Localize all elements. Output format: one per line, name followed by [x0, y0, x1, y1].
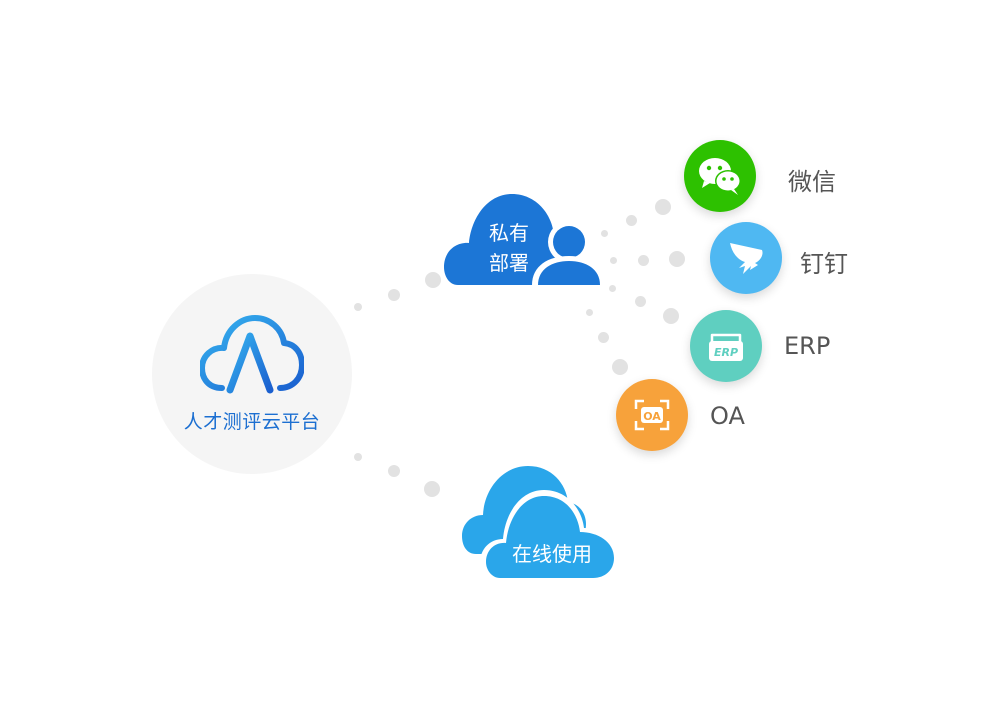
oa-icon: OA — [634, 399, 670, 431]
connector-dot — [601, 230, 608, 237]
dingtalk-label: 钉钉 — [800, 250, 848, 278]
dingtalk-badge — [710, 222, 782, 294]
connector-dot — [610, 257, 617, 264]
connector-dot — [424, 481, 440, 497]
wechat-icon — [699, 158, 741, 195]
connector-dot — [598, 332, 609, 343]
online-use-label: 在线使用 — [512, 542, 592, 566]
private-deployment-line1: 私有 — [489, 221, 529, 245]
private-deployment-line2: 部署 — [489, 251, 529, 275]
erp-label: ERP — [784, 332, 831, 360]
connector-dot — [638, 255, 649, 266]
svg-text:OA: OA — [643, 410, 661, 423]
cloud-user-icon — [444, 194, 604, 285]
connector-dot — [663, 308, 679, 324]
cloud-icon — [462, 466, 618, 582]
connector-dot — [609, 285, 616, 292]
cloud-letter-a-icon — [200, 315, 304, 394]
connector-dot — [354, 303, 362, 311]
connector-dot — [655, 199, 671, 215]
connector-dot — [612, 359, 628, 375]
platform-label: 人才测评云平台 — [183, 411, 321, 433]
svg-text:ERP: ERP — [714, 346, 738, 359]
erp-badge: ERP — [690, 310, 762, 382]
connector-dot — [635, 296, 646, 307]
online-use-cloud: 在线使用 — [462, 462, 622, 584]
oa-badge: OA — [616, 379, 688, 451]
erp-box-icon: ERP — [709, 333, 743, 361]
wechat-badge — [684, 140, 756, 212]
connector-dot — [354, 453, 362, 461]
oa-label: OA — [710, 402, 745, 430]
wechat-label: 微信 — [788, 168, 836, 196]
private-deployment-label: 私有 部署 — [474, 218, 544, 278]
connector-dot — [425, 272, 441, 288]
connector-dot — [388, 289, 400, 301]
connector-dot — [669, 251, 685, 267]
connector-dot — [586, 309, 593, 316]
platform-circle: 人才测评云平台 — [152, 274, 352, 474]
private-deployment-cloud: 私有 部署 — [444, 190, 608, 290]
dingtalk-icon — [730, 243, 763, 274]
connector-dot — [388, 465, 400, 477]
connector-dot — [626, 215, 637, 226]
